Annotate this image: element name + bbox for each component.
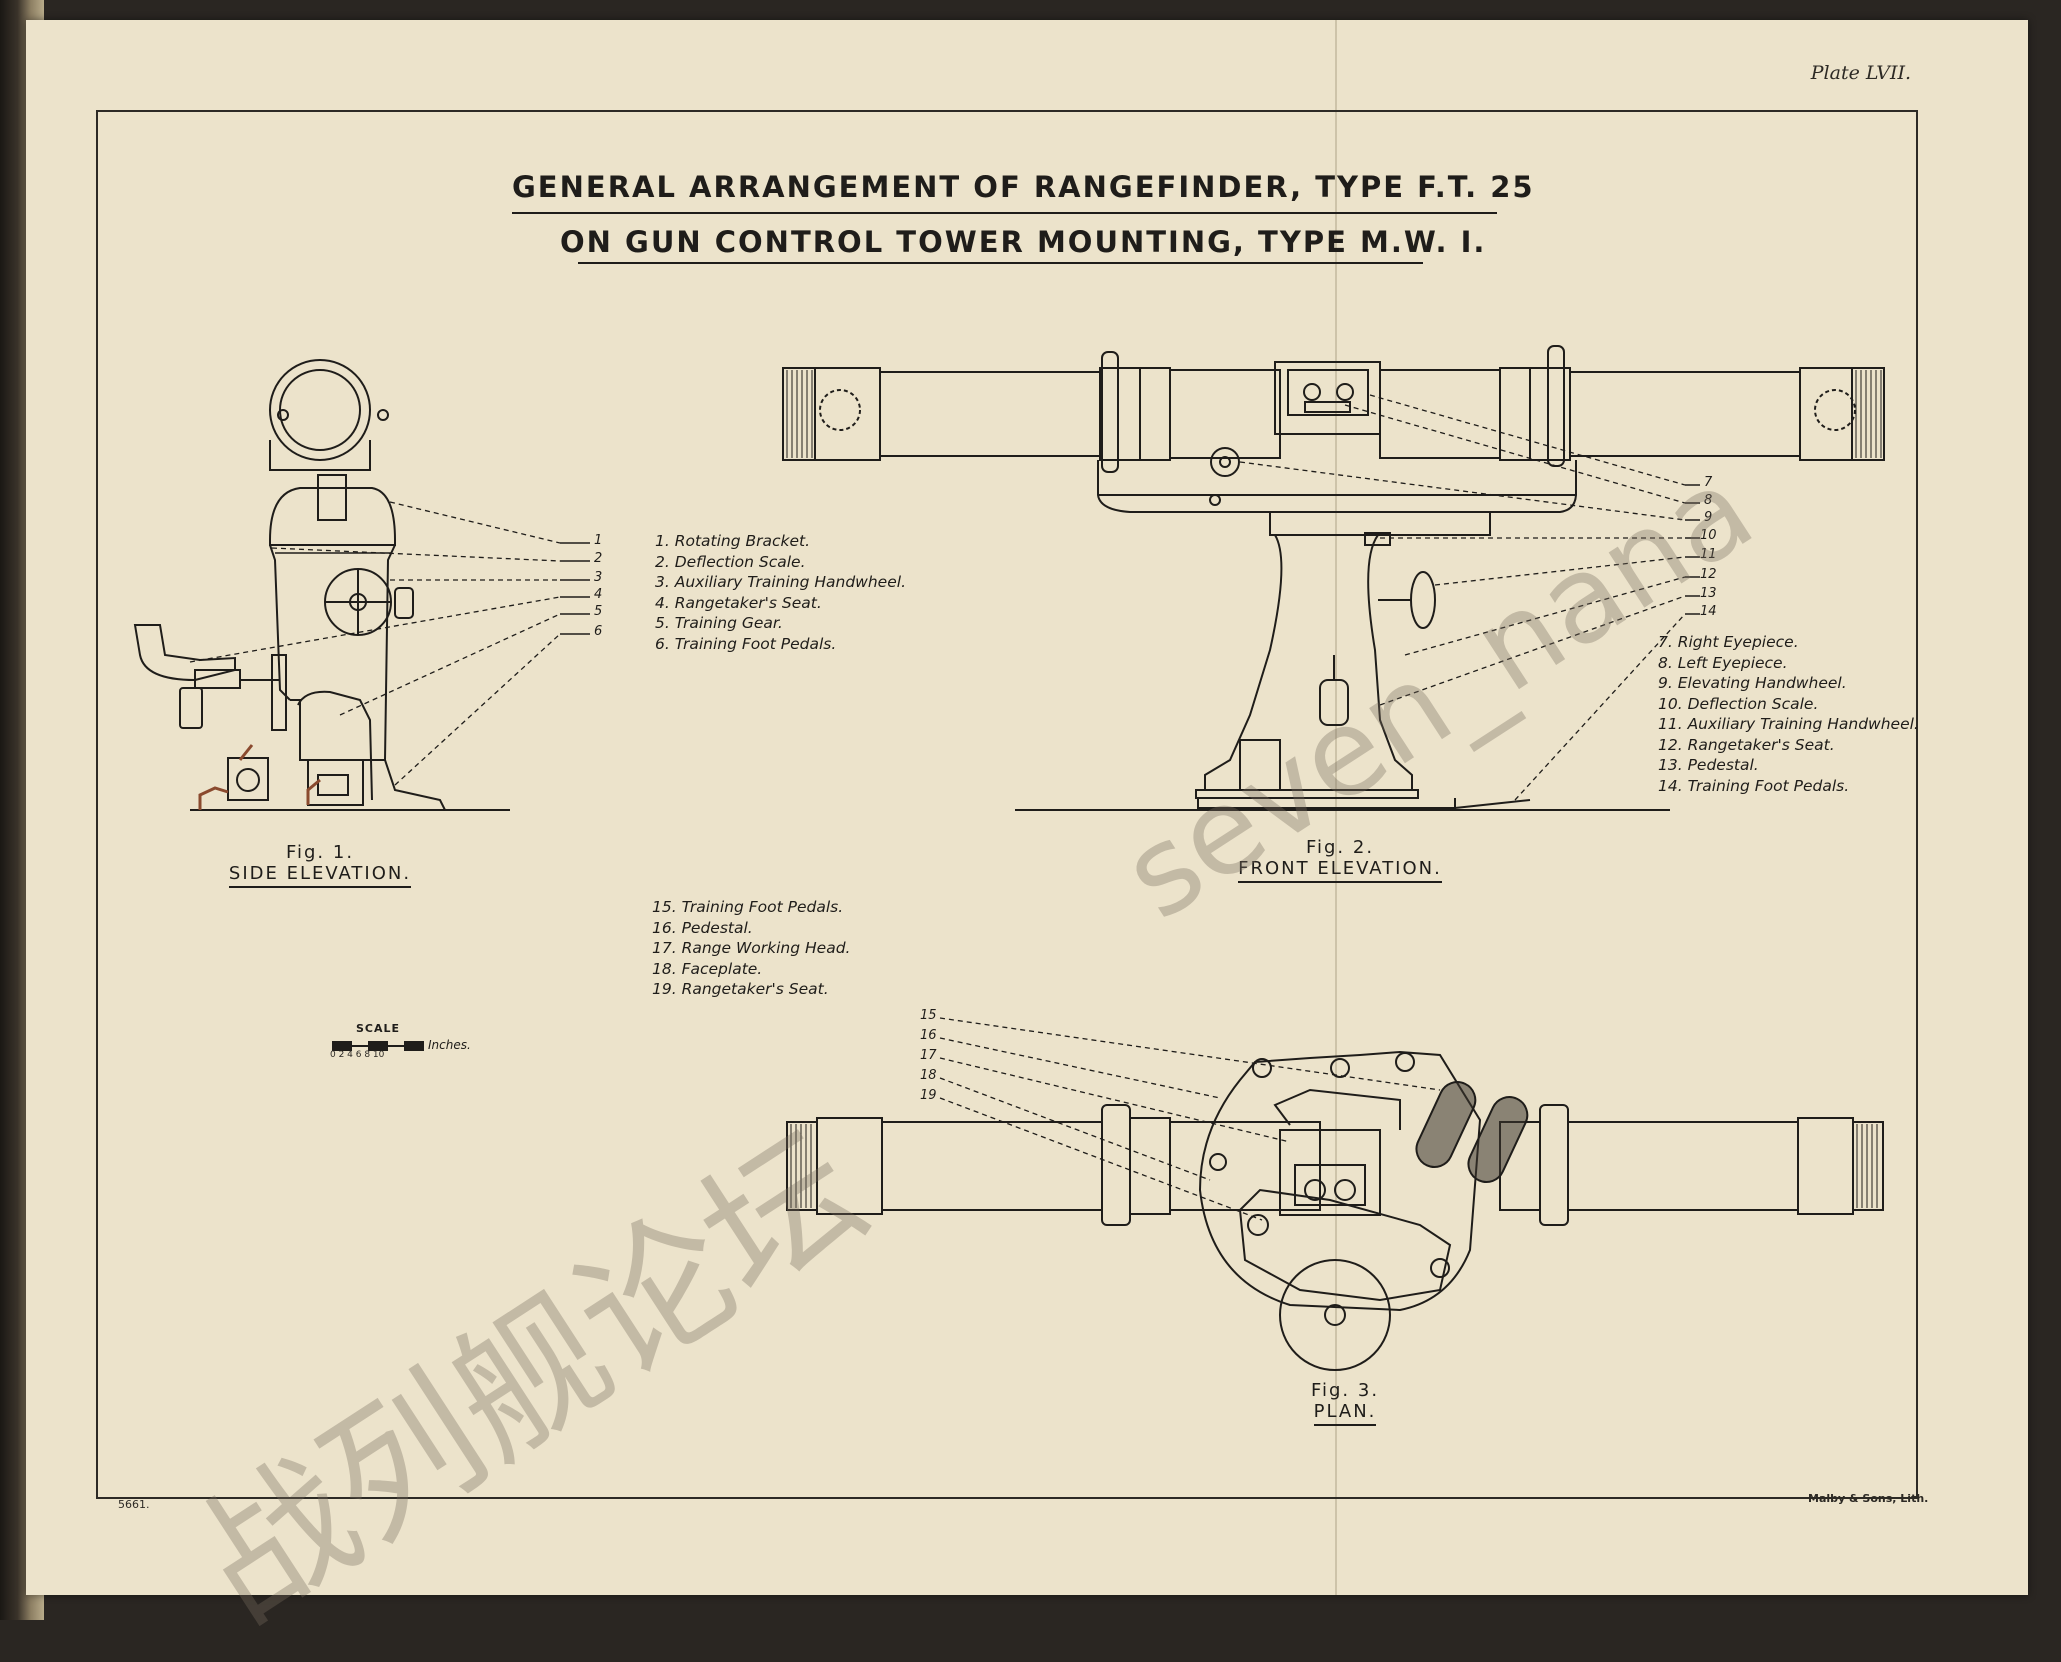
title-underline-2: [578, 262, 1423, 264]
printer-credit: Malby & Sons, Lith.: [1808, 1492, 1929, 1505]
callout-15: 15: [920, 1008, 937, 1023]
callout-11: 11: [1700, 547, 1717, 562]
sheet-number: 5661.: [118, 1498, 150, 1511]
legend-item: 5. Training Gear.: [655, 614, 783, 632]
legend-item: 12. Rangetaker's Seat.: [1658, 735, 1835, 754]
callout-9: 9: [1704, 510, 1713, 525]
callout-1: 1: [594, 533, 603, 548]
legend-fig2: 7. Right Eyepiece. 8. Left Eyepiece. 9. …: [1658, 632, 1919, 796]
callout-2: 2: [594, 551, 603, 566]
callout-4: 4: [594, 587, 603, 602]
fig3-caption: Fig. 3. PLAN.: [1270, 1380, 1420, 1426]
scale-unit: Inches.: [428, 1038, 471, 1052]
legend-item: 17. Range Working Head.: [652, 939, 851, 957]
fig1-title: SIDE ELEVATION.: [228, 863, 412, 888]
legend-item: 7. Right Eyepiece.: [1658, 633, 1799, 651]
callout-14: 14: [1700, 604, 1717, 619]
callout-3: 3: [594, 570, 603, 585]
callout-12: 12: [1700, 567, 1717, 582]
callout-6: 6: [594, 624, 603, 639]
callout-10: 10: [1700, 528, 1717, 543]
legend-item: 1. Rotating Bracket.: [655, 532, 811, 550]
legend-item: 4. Rangetaker's Seat.: [655, 593, 822, 612]
fig1-caption: Fig. 1. SIDE ELEVATION.: [220, 842, 420, 888]
callout-8: 8: [1704, 493, 1713, 508]
fig1-side-elevation: [133, 359, 510, 811]
legend-item: 9. Elevating Handwheel.: [1658, 674, 1847, 692]
scale-label: SCALE: [356, 1022, 401, 1035]
fig2-front-elevation: [782, 345, 1885, 811]
fig3-title: PLAN.: [1313, 1401, 1377, 1426]
fig3-plan: [786, 1050, 1884, 1371]
callout-19: 19: [920, 1088, 937, 1103]
legend-item: 3. Auxiliary Training Handwheel.: [655, 573, 906, 591]
legend-item: 13. Pedestal.: [1658, 756, 1759, 774]
legend-fig3: 15. Training Foot Pedals. 16. Pedestal. …: [652, 897, 850, 1000]
legend-item: 10. Deflection Scale.: [1658, 694, 1819, 713]
fig1-number: Fig. 1.: [285, 842, 355, 863]
scale-bar-graphic: [332, 1041, 424, 1051]
fig2-caption: Fig. 2. FRONT ELEVATION.: [1200, 837, 1480, 883]
legend-item: 16. Pedestal.: [652, 918, 753, 937]
callout-13: 13: [1700, 586, 1717, 601]
callout-17: 17: [920, 1048, 937, 1063]
fig3-number: Fig. 3.: [1310, 1380, 1380, 1401]
plate-number: Plate LVII.: [1810, 62, 1911, 84]
callout-18: 18: [920, 1068, 937, 1083]
title-line-2: ON GUN CONTROL TOWER MOUNTING, TYPE M.W.…: [560, 225, 1487, 259]
legend-item: 2. Deflection Scale.: [655, 552, 806, 571]
title-underline-1: [512, 212, 1497, 214]
drawing-border: [96, 110, 1918, 1499]
technical-drawings: [133, 345, 1885, 1371]
legend-fig1: 1. Rotating Bracket. 2. Deflection Scale…: [655, 531, 906, 654]
scale-ticks: 0 2 4 6 8 10: [330, 1050, 385, 1060]
legend-item: 18. Faceplate.: [652, 959, 763, 978]
legend-item: 6. Training Foot Pedals.: [655, 634, 837, 653]
legend-item: 14. Training Foot Pedals.: [1658, 776, 1850, 795]
title-line-1: GENERAL ARRANGEMENT OF RANGEFINDER, TYPE…: [512, 170, 1535, 204]
legend-item: 11. Auxiliary Training Handwheel.: [1658, 715, 1919, 733]
callout-16: 16: [920, 1028, 937, 1043]
paper-sheet: [26, 20, 2028, 1595]
fig2-title: FRONT ELEVATION.: [1238, 858, 1442, 883]
legend-item: 8. Left Eyepiece.: [1658, 653, 1788, 672]
legend-item: 19. Rangetaker's Seat.: [652, 980, 829, 998]
fig2-number: Fig. 2.: [1305, 837, 1375, 858]
callout-5: 5: [594, 604, 603, 619]
legend-item: 15. Training Foot Pedals.: [652, 898, 844, 916]
callout-7: 7: [1704, 475, 1713, 490]
